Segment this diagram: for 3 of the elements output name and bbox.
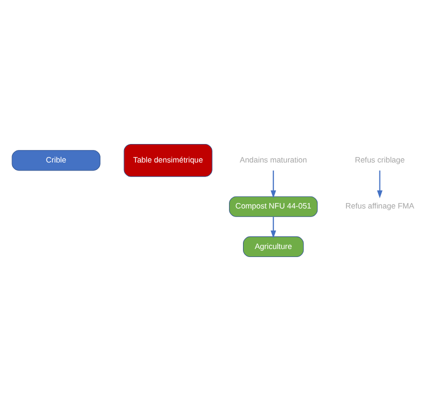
arrow [270, 170, 276, 198]
arrow [376, 170, 382, 198]
arrow [270, 216, 276, 238]
